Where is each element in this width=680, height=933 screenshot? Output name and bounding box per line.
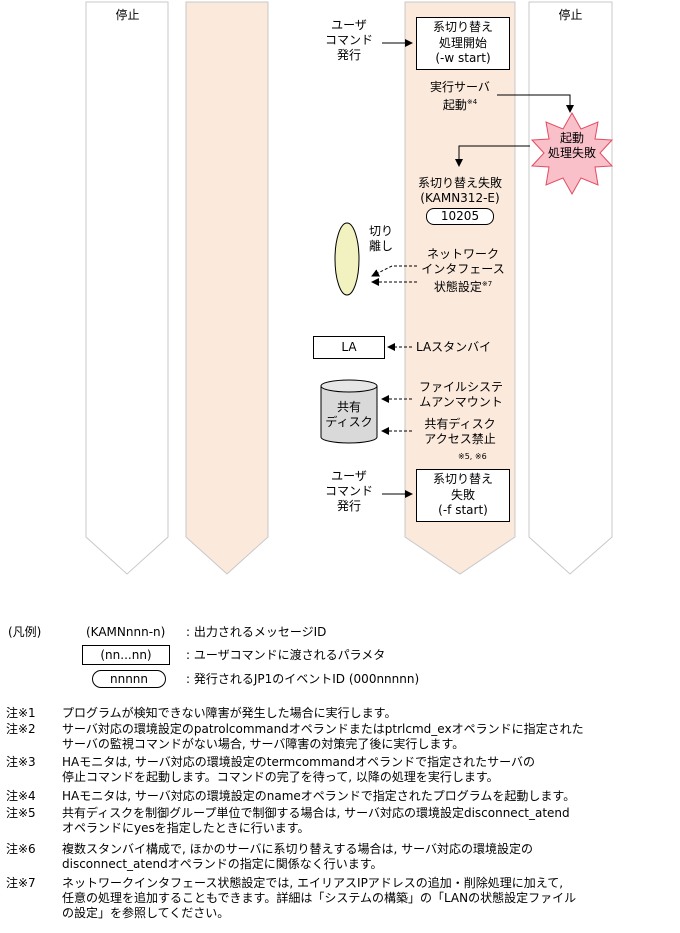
message-id-label: (KAMN312-E)	[420, 191, 500, 205]
left-stopped-label: 停止	[115, 8, 140, 22]
user-command-label-2: ユーザ コマンド 発行	[324, 469, 373, 513]
switch-start-box: 系切り替え 処理開始 (-w start)	[416, 17, 510, 70]
right-active-column	[404, 1, 516, 575]
left-standby-column	[85, 1, 169, 575]
legend-param-box: (nn...nn)	[82, 645, 170, 665]
legend-event-desc: : 発行されるJP1のイベントID (000nnnnn)	[186, 672, 420, 686]
disk-access-ban-label: 共有ディスク アクセス禁止	[424, 417, 496, 446]
note-ref-5-6: ※5, ※6	[458, 452, 487, 461]
start-failed-label: 起動 処理失敗	[547, 131, 596, 160]
start-arrow	[497, 94, 574, 113]
isolate-ellipse	[334, 222, 360, 296]
right-standby-column	[528, 1, 613, 575]
network-if-arrow-1	[371, 265, 417, 277]
start-failed-starburst	[530, 111, 614, 196]
legend-title: (凡例)	[8, 625, 42, 639]
legend-msg-sample: (KAMNnnn-n)	[86, 625, 166, 639]
flow-diagram	[85, 1, 614, 575]
left-active-column	[185, 1, 269, 575]
fail-return-arrow	[455, 145, 530, 167]
network-if-label: ネットワーク インタフェース 状態設定※7	[421, 247, 505, 294]
shared-disk-label: 共有 ディスク	[325, 400, 373, 429]
legend-msg-desc: : 出力されるメッセージID	[186, 625, 327, 639]
shared-disk-icon	[320, 379, 378, 444]
la-box: LA	[313, 336, 385, 359]
legend-event-badge: nnnnn	[92, 670, 166, 688]
right-stopped-label: 停止	[558, 8, 583, 22]
isolate-label: 切り 離し	[369, 224, 394, 253]
fs-unmount-label: ファイルシステ ムアンマウント	[418, 380, 503, 409]
user-command-label-1: ユーザ コマンド 発行	[324, 18, 373, 62]
switch-fail-box: 系切り替え 失敗 (-f start)	[416, 469, 510, 522]
legend-param-desc: : ユーザコマンドに渡されるパラメタ	[186, 648, 386, 662]
switch-failed-label: 系切り替え失敗	[417, 176, 502, 190]
exec-server-start-label: 実行サーバ 起動※4	[430, 80, 490, 112]
la-standby-label: LAスタンバイ	[416, 340, 492, 354]
event-id-badge: 10205	[426, 208, 494, 225]
